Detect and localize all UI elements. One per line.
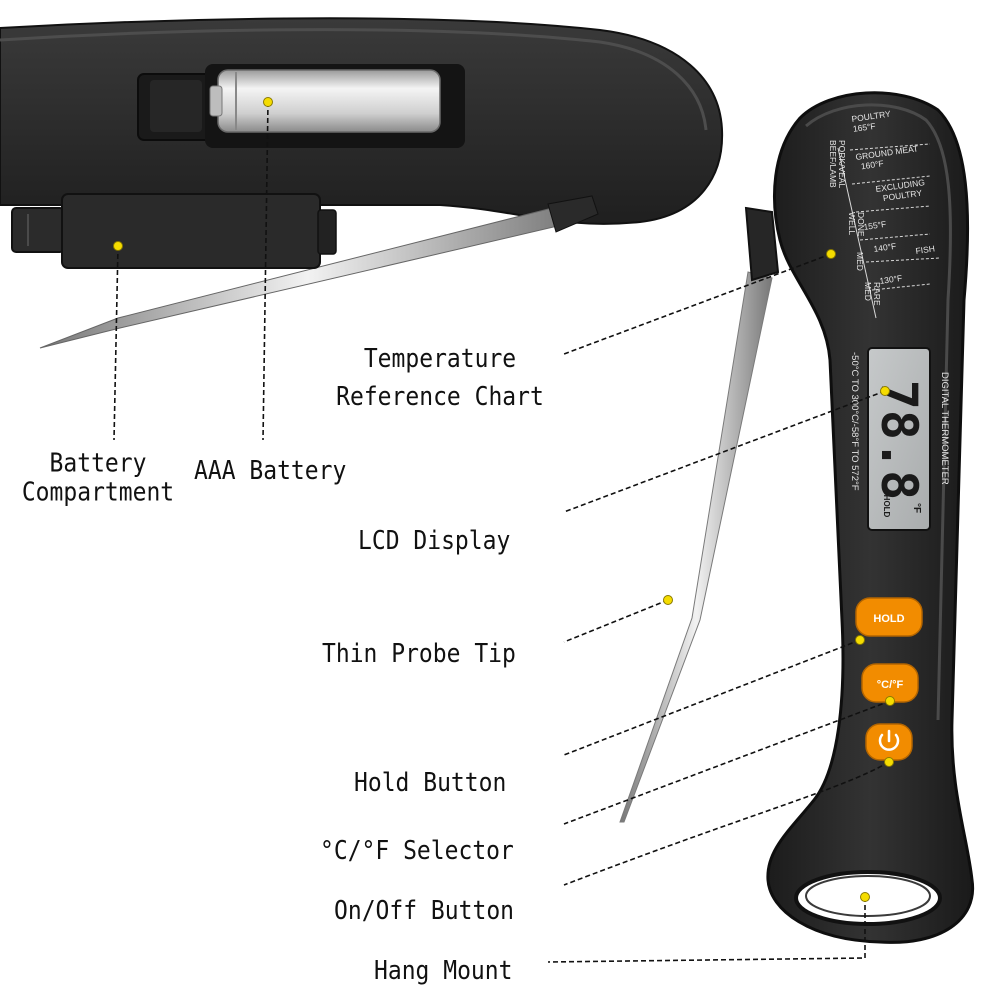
temperature-reference-chart: POULTRY 165°F GROUND MEAT 160°F EXCLUDIN… [828,109,941,319]
hold-button[interactable]: HOLD [855,597,923,637]
label-cf-selector: °C/°F Selector [320,836,514,866]
chart-med-rare-2: RARE [872,282,882,306]
marker-lcd [880,386,890,396]
unit-button-label: °C/°F [877,679,904,691]
leader-unit [563,700,891,825]
label-probe-tip: Thin Probe Tip [322,639,516,669]
chart-ground-temp: 160°F [860,158,884,171]
chart-well-done-2: DONE [856,212,866,237]
chart-temp-130: 130°F [879,273,903,286]
battery-cover [11,193,337,269]
label-onoff-button: On/Off Button [334,896,515,926]
label-hold-button: Hold Button [354,768,507,798]
hold-button-label: HOLD [873,613,904,625]
chart-well-done-1: WELL [847,212,857,235]
marker-temp-chart [826,249,836,259]
aaa-battery [209,69,441,133]
chart-med-rare-1: MED [863,282,873,301]
lcd-digits: 78.8 [870,380,928,500]
label-lcd-display: LCD Display [358,526,511,556]
leader-aaa-battery [262,101,269,441]
chart-poultry-temp: 165°F [852,121,876,134]
chart-med: MED [855,252,865,271]
label-hang-mount: Hang Mount [374,956,513,986]
top-thermometer [0,17,724,349]
chart-pork-veal: PORK/VEAL [837,140,847,188]
leader-power [563,761,890,886]
label-battery-line-2: Compartment [21,478,175,508]
leader-battery-compartment [113,245,119,441]
leader-hang [547,897,866,963]
probe-hinge [744,206,780,282]
label-battery-line-1: Battery [49,448,147,478]
marker-battery-compartment [113,241,123,251]
chart-fish: FISH [915,243,936,256]
probe [619,271,773,823]
chart-temp-155: 155°F [863,219,887,232]
chart-beef-lamb: BEEF/LAMB [828,140,838,188]
leader-lcd [563,390,886,513]
leader-temp-chart [563,253,832,355]
marker-probe [663,595,673,605]
label-temperature-chart: Temperature Reference Chart [332,344,548,411]
label-temp-chart-line-1: Temperature [363,344,517,374]
marker-unit [885,696,895,706]
power-icon [878,729,900,751]
chart-temp-140: 140°F [873,241,897,254]
leader-probe [563,599,669,643]
label-temp-chart-line-2: Reference Chart [336,382,544,412]
marker-dots [113,97,895,902]
power-button[interactable] [865,723,913,761]
leader-lines [113,101,891,963]
lcd-unit: °F [911,503,922,513]
label-battery-compartment: Battery Compartment [18,449,178,507]
range-text: -50°C TO 300°C/-58°F TO 572°F [849,352,860,491]
leader-hold [563,639,861,756]
marker-power [884,757,894,767]
label-aaa-battery: AAA Battery [194,456,347,486]
lcd-hold-indicator: HOLD [882,495,891,518]
main-thermometer: 78.8 °F HOLD DIGITAL THERMOMETER -50°C T… [619,91,975,944]
marker-hold [855,635,865,645]
marker-aaa-battery [263,97,273,107]
marker-hang [860,892,870,902]
brand-text: DIGITAL THERMOMETER [939,372,950,485]
